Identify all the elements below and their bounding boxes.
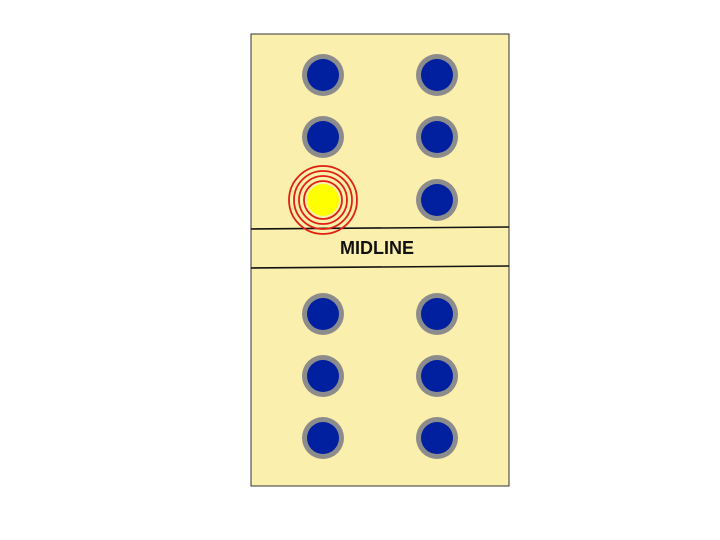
highlight-dot-fill [307,184,339,216]
dot-r3-c2 [416,179,458,221]
dot-fill [421,184,453,216]
dot-fill [307,298,339,330]
dot-fill [421,121,453,153]
dot-r6-c2 [416,417,458,459]
midline-bottom-line [250,265,510,269]
dot-r5-c2 [416,355,458,397]
dot-r6-c1 [302,417,344,459]
dot-fill [307,422,339,454]
highlight-ring [288,165,358,235]
dot-fill [307,360,339,392]
midline-top-line [250,226,510,230]
highlight-ring [293,170,353,230]
dot-r1-c2 [416,54,458,96]
highlight-ring [298,175,348,225]
highlight-ring [303,180,343,220]
dot-r1-c1 [302,54,344,96]
board-background [250,33,510,487]
dot-r4-c2 [416,293,458,335]
highlighted-dot-r3-c1 [288,165,358,235]
dots-layer [288,54,458,459]
dot-fill [421,59,453,91]
midline-label: MIDLINE [340,238,414,258]
dot-r4-c1 [302,293,344,335]
dot-fill [421,422,453,454]
dot-fill [307,121,339,153]
dot-fill [421,360,453,392]
dot-r5-c1 [302,355,344,397]
dot-fill [307,59,339,91]
dot-fill [421,298,453,330]
dot-r2-c1 [302,116,344,158]
dot-r2-c2 [416,116,458,158]
